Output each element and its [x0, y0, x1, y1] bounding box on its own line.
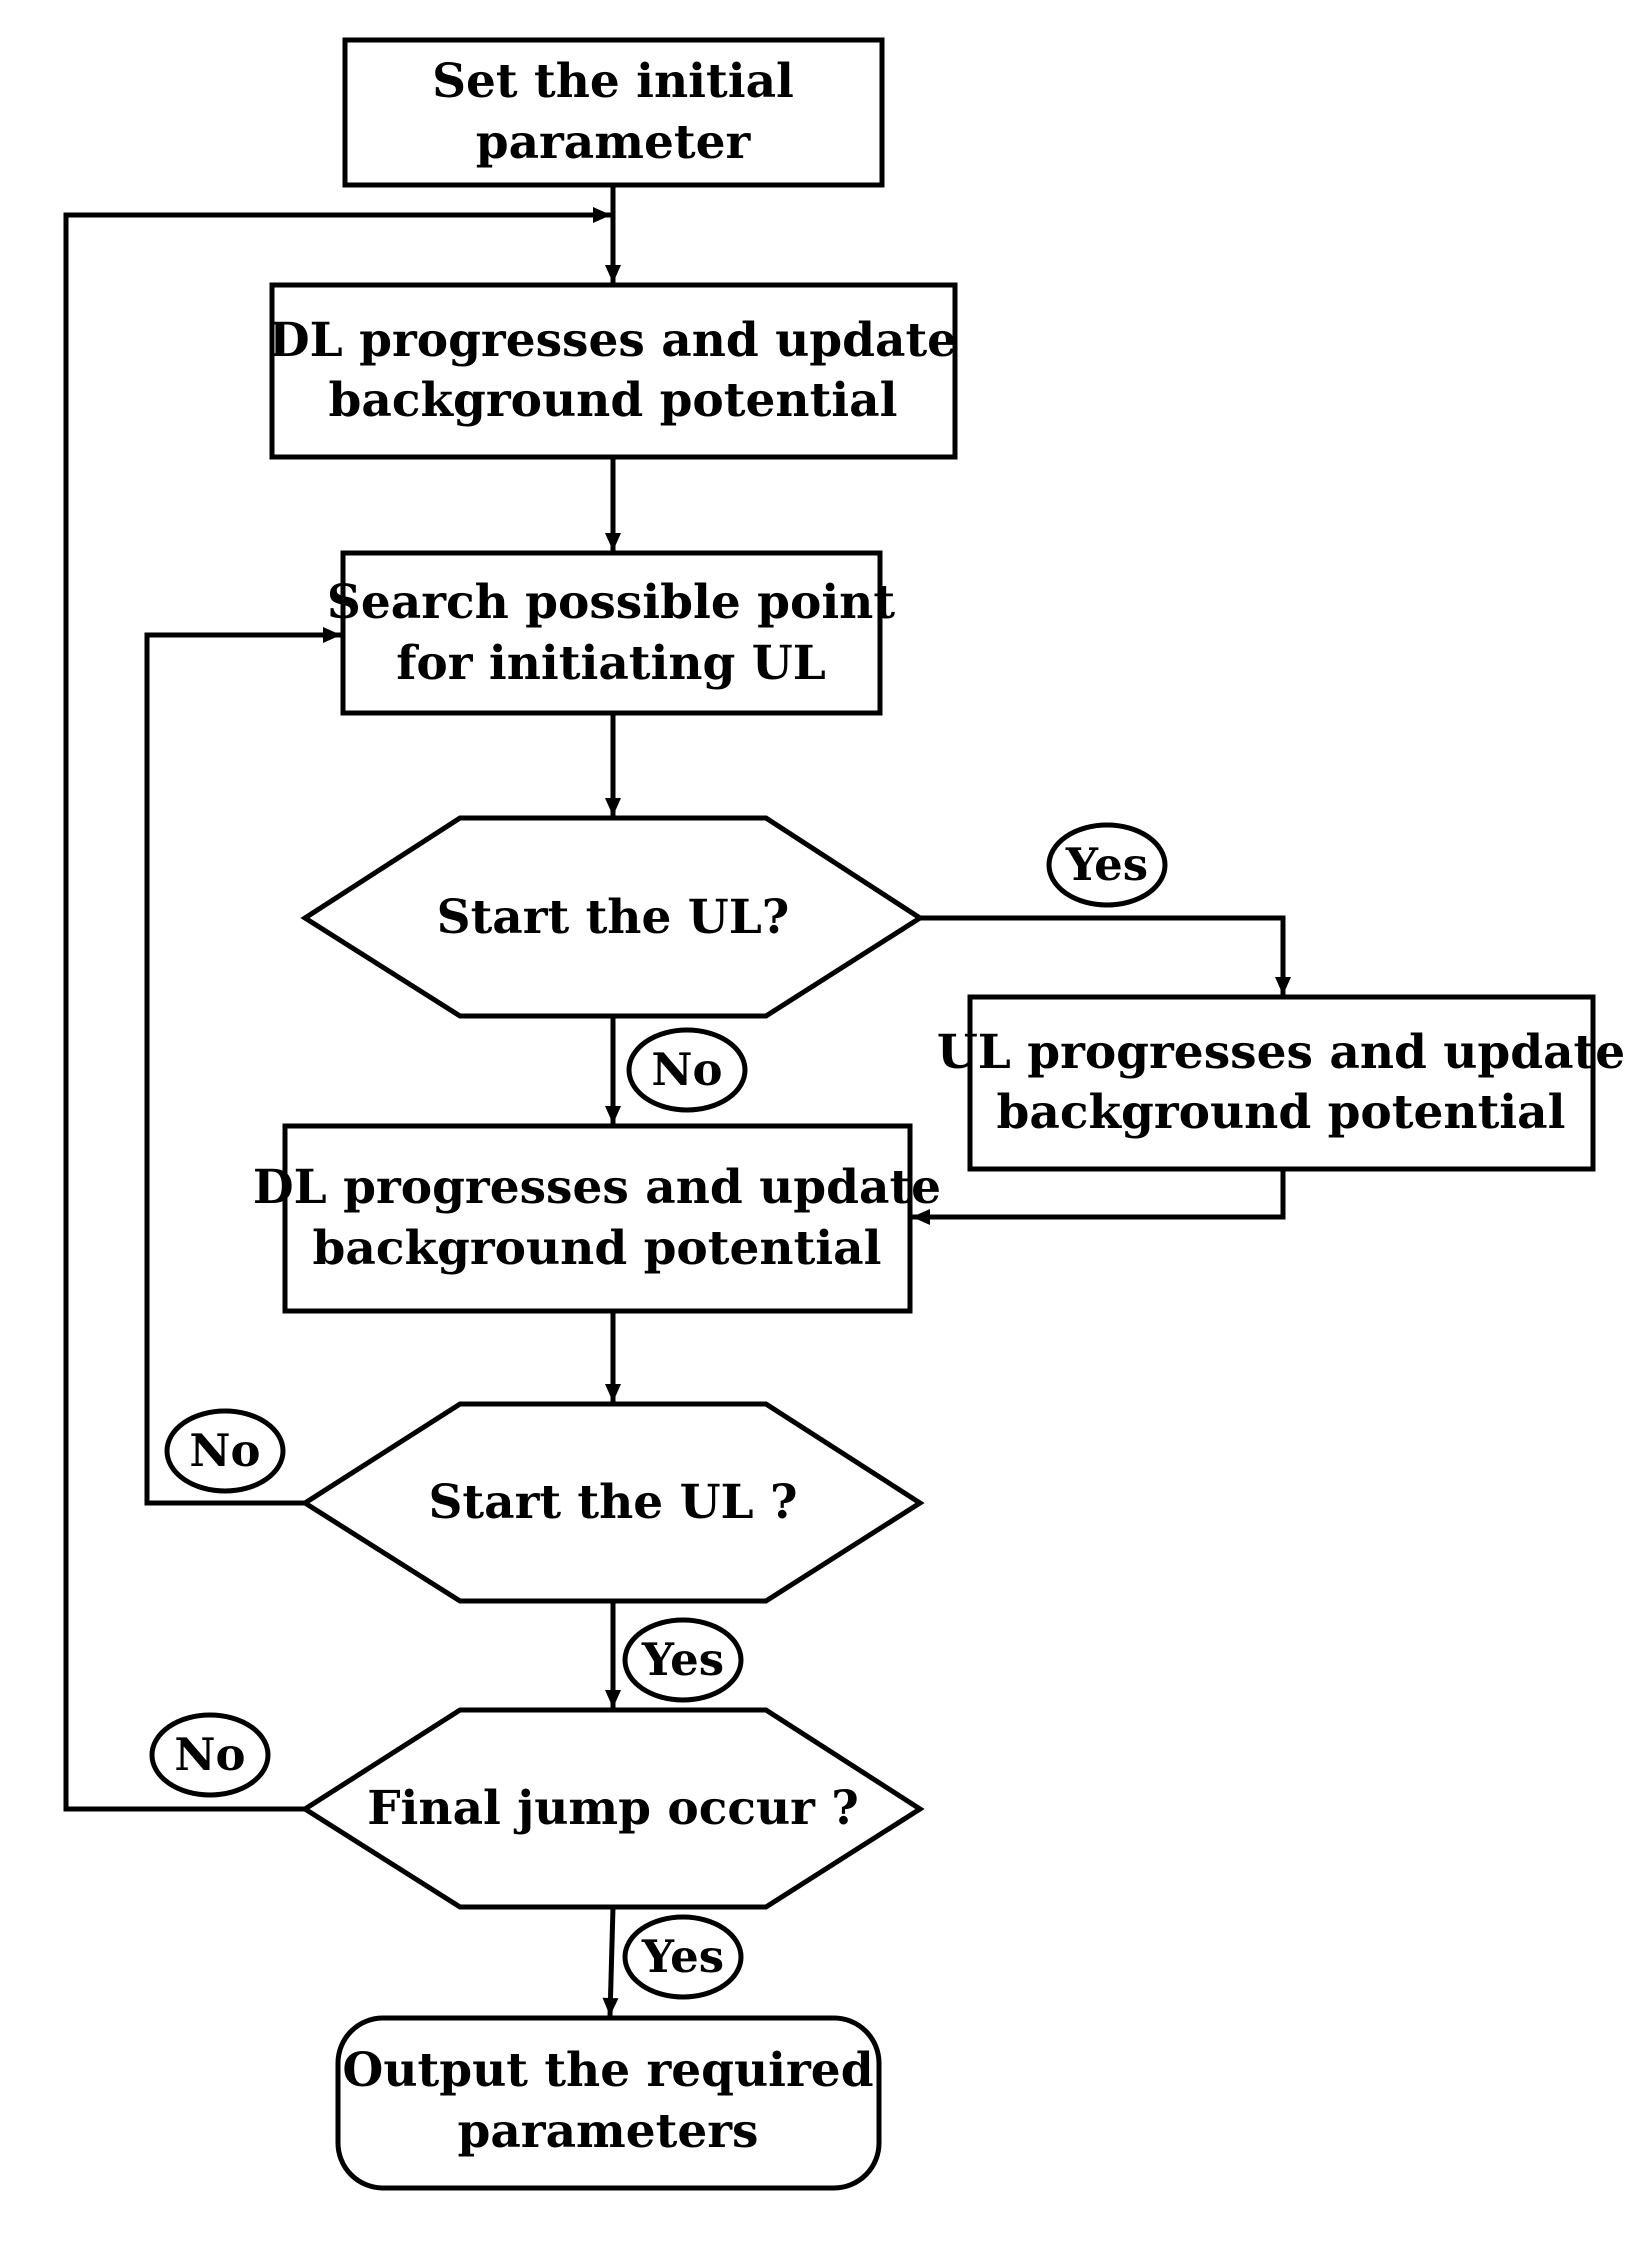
- ul-progress-box-line2: background potential: [997, 1085, 1566, 1140]
- decision-start-ul-1-text: Start the UL?: [437, 890, 790, 945]
- start-box-line2: parameter: [476, 115, 752, 170]
- arrow-decision2-no-to-search: [144, 627, 341, 1506]
- output-terminal-line2: parameters: [457, 2104, 758, 2159]
- start-box-line1: Set the initial: [432, 54, 794, 109]
- decision-start-ul-1: Start the UL?: [300, 815, 925, 1019]
- decision-start-ul-2-text: Start the UL ?: [428, 1475, 797, 1530]
- search-box: Search possible point for initiating UL: [327, 550, 895, 716]
- label-d1-yes: Yes: [1046, 822, 1168, 908]
- arrow-decision3-yes-to-output: [602, 1906, 619, 2017]
- ul-progress-box: UL progresses and update background pote…: [937, 994, 1625, 1172]
- arrow-decision3-no-to-dl1: [63, 207, 611, 1812]
- label-d3-yes-text: Yes: [641, 1930, 724, 1983]
- label-d2-no-text: No: [189, 1424, 260, 1477]
- output-terminal: Output the required parameters: [335, 2015, 882, 2191]
- label-d2-yes-text: Yes: [641, 1633, 724, 1686]
- search-box-line2: for initiating UL: [396, 636, 826, 691]
- decision-final-jump: Final jump occur ?: [300, 1707, 925, 1910]
- start-box: Set the initial parameter: [342, 37, 885, 188]
- label-d3-no: No: [149, 1712, 271, 1798]
- output-terminal-line1: Output the required: [342, 2043, 873, 2098]
- search-box-line1: Search possible point: [327, 575, 895, 630]
- dl-progress-box-2-line1: DL progresses and update: [253, 1160, 941, 1215]
- ul-progress-box-line1: UL progresses and update: [937, 1025, 1625, 1080]
- label-d1-no: No: [626, 1027, 748, 1113]
- dl-progress-box-2-line2: background potential: [313, 1221, 882, 1276]
- arrow-decision1-yes-to-ul: [920, 915, 1291, 995]
- decision-start-ul-2: Start the UL ?: [300, 1401, 925, 1604]
- arrow-ul-to-dl2: [912, 1169, 1286, 1225]
- dl-progress-box-2: DL progresses and update background pote…: [253, 1123, 941, 1314]
- label-d3-no-text: No: [174, 1728, 245, 1781]
- dl-progress-box-1-line1: DL progresses and update: [269, 313, 957, 368]
- label-d1-yes-text: Yes: [1065, 838, 1148, 891]
- label-d3-yes: Yes: [622, 1914, 744, 2000]
- label-d2-no: No: [164, 1408, 286, 1494]
- decision-final-jump-text: Final jump occur ?: [367, 1781, 859, 1836]
- dl-progress-box-1: DL progresses and update background pote…: [269, 282, 958, 460]
- dl-progress-box-1-line2: background potential: [329, 373, 898, 428]
- label-d1-no-text: No: [651, 1043, 722, 1096]
- label-d2-yes: Yes: [622, 1617, 744, 1703]
